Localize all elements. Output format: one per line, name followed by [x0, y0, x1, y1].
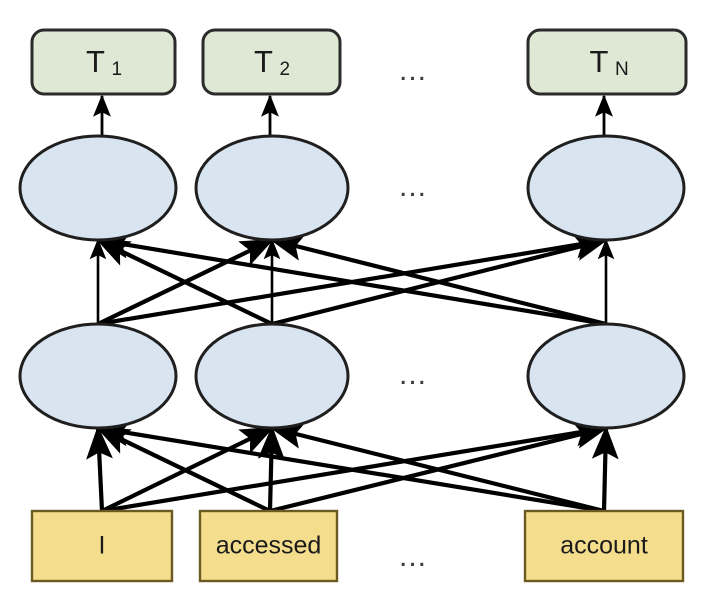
output-node-subscript-2: 2: [280, 59, 291, 80]
connection-arrow: [269, 234, 607, 327]
input-token-3[interactable]: [523, 509, 685, 583]
output-node-label-3: T: [590, 44, 609, 79]
input-row-ellipsis: ...: [399, 540, 427, 573]
connection-arrow: [95, 231, 607, 327]
input-token-label-1: I: [99, 532, 106, 560]
input-token-label-2: accessed: [216, 532, 322, 560]
output-node-label-1: T: [86, 44, 105, 79]
upper-hidden-node-3[interactable]: [526, 134, 686, 242]
connection-arrow: [257, 425, 285, 512]
output-node-1[interactable]: [30, 28, 177, 96]
upper-hidden-node-2[interactable]: [194, 134, 350, 242]
edges-lower-to-upper-hidden: [89, 231, 615, 327]
edges-input-to-lower-hidden: [86, 419, 619, 514]
output-node-subscript-3: N: [615, 59, 629, 80]
input-token-2[interactable]: [198, 509, 339, 583]
output-node-2[interactable]: [201, 28, 342, 96]
output-row-ellipsis: ...: [399, 54, 427, 87]
lower-hidden-layer: [18, 322, 686, 430]
lower-hidden-node-2[interactable]: [194, 322, 350, 430]
edges-upper-hidden-to-output: [93, 94, 613, 136]
upper-hidden-layer: [18, 134, 686, 242]
lower-hidden-node-3[interactable]: [526, 322, 686, 430]
connection-arrow: [95, 419, 605, 514]
ellipsis-markers: ............: [399, 54, 427, 573]
connection-arrow: [86, 425, 113, 512]
output-node-label-2: T: [254, 44, 273, 79]
lower-hidden-row-ellipsis: ...: [399, 358, 427, 391]
input-token-1[interactable]: [30, 509, 174, 583]
connection-arrow: [269, 422, 605, 514]
upper-hidden-node-1[interactable]: [18, 134, 178, 242]
output-node-subscript-1: 1: [112, 59, 123, 80]
lower-hidden-node-1[interactable]: [18, 322, 178, 430]
connection-arrow: [591, 425, 619, 512]
upper-hidden-row-ellipsis: ...: [399, 170, 427, 203]
output-node-3[interactable]: [526, 28, 688, 96]
input-token-label-3: account: [560, 532, 648, 560]
